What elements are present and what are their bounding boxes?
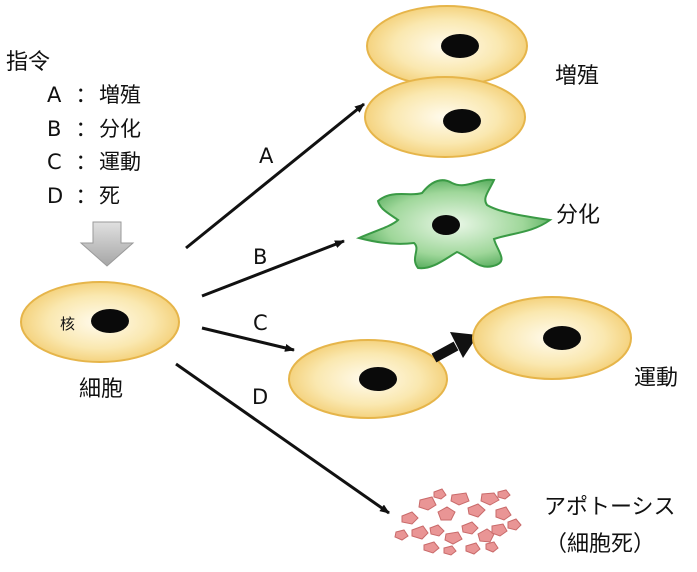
source-cell [20, 281, 180, 363]
label-d: D [252, 385, 268, 409]
instruction-a: A ：増殖 [47, 82, 141, 108]
instruction-label: 運動 [99, 150, 141, 174]
instruction-sep: ： [75, 83, 97, 107]
instruction-label: 分化 [99, 117, 141, 141]
label-a: A [259, 144, 274, 168]
instruction-label: 増殖 [99, 83, 141, 107]
instruction-letter: C [47, 150, 62, 174]
nucleus-label: 核 [60, 315, 75, 333]
outcome-proliferation: 増殖 [555, 64, 600, 89]
instruction-letter: A [47, 83, 62, 107]
arrow-b [201, 239, 345, 298]
instruction-sep: ： [75, 150, 97, 174]
arrow-a [185, 102, 365, 250]
instruction-sep: ： [75, 184, 97, 208]
instruction-d: D ：死 [47, 183, 120, 209]
cell-label: 細胞 [79, 377, 124, 402]
instruction-sep: ： [75, 117, 97, 141]
label-c: C [253, 311, 268, 335]
instruction-letter: D [47, 184, 64, 208]
outcome-differentiation: 分化 [556, 203, 601, 228]
outcome-apoptosis: アポトーシス [544, 495, 676, 520]
arrow-c [201, 326, 295, 352]
arrow-d [175, 362, 390, 515]
outcome-apoptosis-note: （細胞死） [545, 532, 656, 557]
migrating-cells [288, 296, 632, 419]
instruction-letter: B [47, 117, 62, 141]
instruction-b: B ：分化 [47, 116, 141, 142]
source-nucleus [91, 309, 129, 333]
instructions-title: 指令 [6, 50, 51, 75]
proliferating-cells [364, 5, 528, 158]
differentiated-cell [355, 178, 553, 270]
apoptotic-fragments [394, 488, 522, 556]
instruction-label: 死 [99, 184, 120, 208]
down-arrow [79, 221, 135, 267]
outcome-migration: 運動 [634, 366, 679, 391]
label-b: B [253, 245, 267, 269]
instruction-c: C ：運動 [47, 149, 141, 175]
